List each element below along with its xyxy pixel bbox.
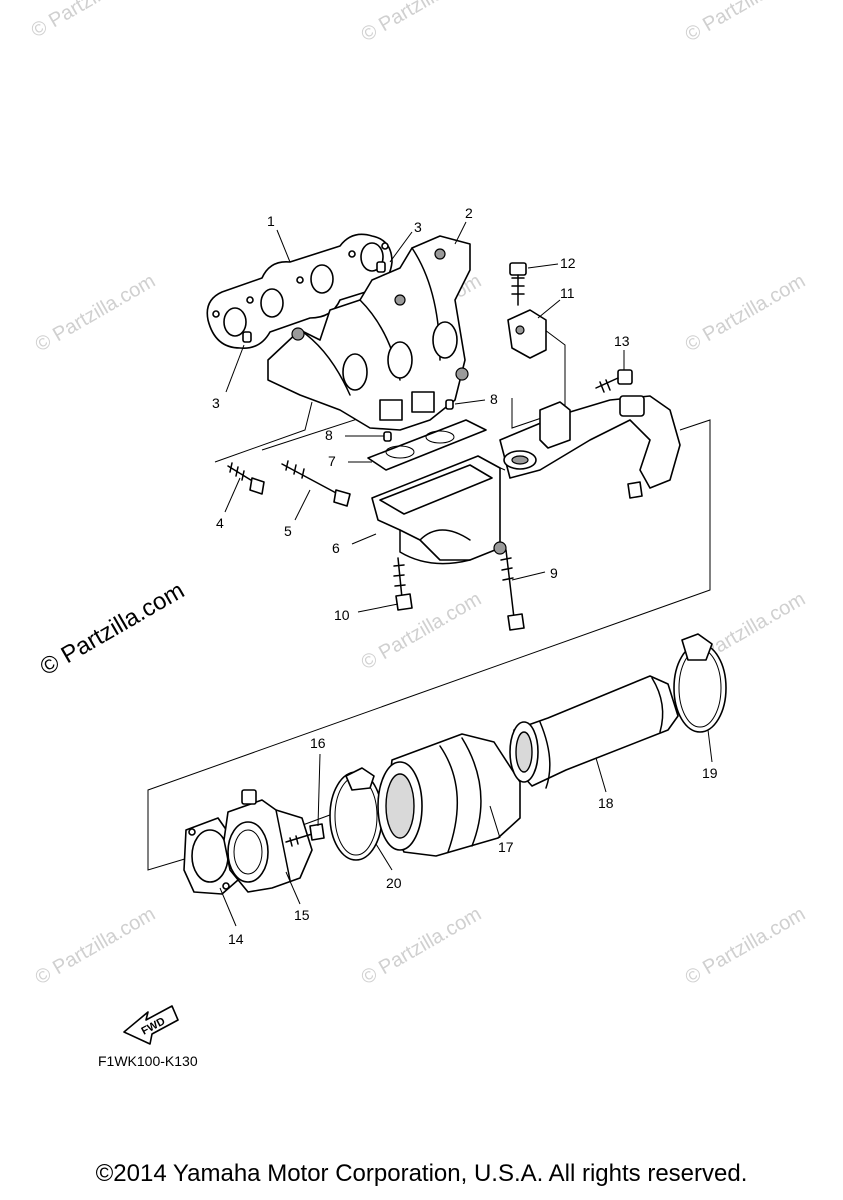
- bolt-9: [500, 549, 525, 631]
- callout-6: 6: [332, 540, 340, 556]
- callout-labels: 1 2 3 3 4 5 6 7 8 8 9 10 11 12 13 14 15 …: [212, 205, 718, 947]
- bolt-4: [227, 462, 265, 495]
- callout-11: 11: [560, 285, 575, 301]
- fwd-arrow-icon: FWD: [123, 1005, 179, 1045]
- exhaust-pipe-upper: [499, 395, 681, 499]
- pipe-18: [509, 675, 679, 789]
- dowel-pins: [242, 261, 386, 343]
- callout-18: 18: [598, 795, 614, 811]
- watermark: © Partzilla.com: [358, 903, 486, 989]
- callout-20: 20: [386, 875, 402, 891]
- callout-3: 3: [414, 219, 422, 235]
- callout-8: 8: [325, 427, 333, 443]
- callout-3: 3: [212, 395, 220, 411]
- pins-8: [383, 399, 454, 442]
- callout-9: 9: [550, 565, 558, 581]
- callout-4: 4: [216, 515, 224, 531]
- watermark: © Partzilla.com: [358, 0, 486, 46]
- bracket-11: [507, 309, 547, 359]
- callout-8: 8: [490, 391, 498, 407]
- clamp-20: [329, 767, 383, 861]
- watermark: © Partzilla.com: [32, 270, 160, 356]
- exhaust-chamber: [371, 455, 507, 565]
- bolt-12: [509, 262, 527, 306]
- watermark: © Partzilla.com: [682, 903, 810, 989]
- watermark: © Partzilla.com: [682, 270, 810, 356]
- callout-5: 5: [284, 523, 292, 539]
- bolt-5: [281, 460, 351, 507]
- watermark: © Partzilla.com: [28, 0, 156, 42]
- bolt-16: [285, 823, 325, 847]
- hose-17: [377, 733, 521, 857]
- clamp-19: [673, 633, 727, 733]
- watermark-main: © Partzilla.com: [36, 577, 190, 681]
- callout-13: 13: [614, 333, 630, 349]
- figure-code: F1WK100-K130: [98, 1053, 198, 1069]
- callout-12: 12: [560, 255, 576, 271]
- bolt-10: [393, 557, 413, 611]
- callout-10: 10: [334, 607, 350, 623]
- callout-14: 14: [228, 931, 244, 947]
- gasket-7: [367, 419, 487, 471]
- callout-19: 19: [702, 765, 718, 781]
- joint-15: [223, 789, 313, 893]
- exhaust-manifold: [267, 235, 471, 431]
- bolt-13: [595, 369, 633, 393]
- callout-15: 15: [294, 907, 310, 923]
- watermark: © Partzilla.com: [682, 0, 810, 46]
- callout-17: 17: [498, 839, 514, 855]
- leader-lines: [219, 221, 713, 927]
- callout-16: 16: [310, 735, 326, 751]
- copyright-notice: ©2014 Yamaha Motor Corporation, U.S.A. A…: [95, 1160, 748, 1187]
- watermark: © Partzilla.com: [32, 903, 160, 989]
- callout-1: 1: [267, 213, 275, 229]
- exhaust-manifold-gasket: [206, 233, 393, 349]
- watermark: © Partzilla.com: [358, 588, 486, 674]
- callout-2: 2: [465, 205, 473, 221]
- callout-7: 7: [328, 453, 336, 469]
